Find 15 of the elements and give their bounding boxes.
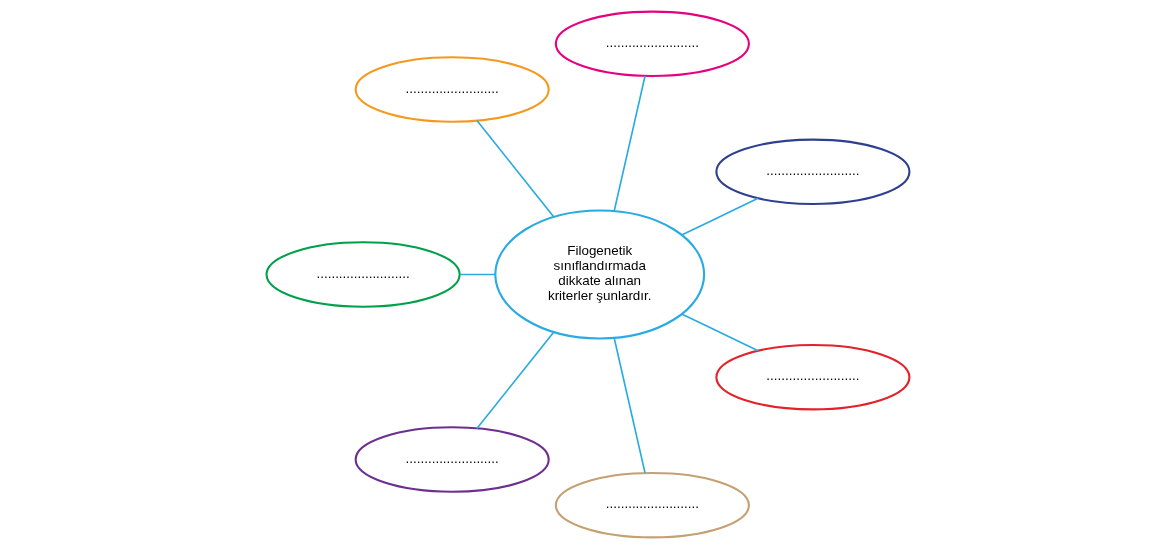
- connector: [476, 119, 555, 218]
- connector: [681, 313, 759, 352]
- node-ellipse: .........................: [715, 343, 911, 411]
- connector: [476, 331, 555, 430]
- connector: [681, 197, 759, 236]
- node-ellipse: .........................: [554, 471, 750, 539]
- connector: [459, 273, 497, 276]
- connector: [613, 75, 646, 212]
- node-ellipse: Filogenetik sınıflandırmada dikkate alınan kriterler şunlardır.: [494, 209, 706, 340]
- node-ellipse: .........................: [715, 138, 911, 206]
- connector: [613, 337, 646, 474]
- node-ellipse: .........................: [354, 56, 550, 123]
- node-ellipse: .........................: [265, 241, 461, 308]
- node-ellipse: .........................: [354, 426, 550, 493]
- node-ellipse: .........................: [554, 10, 750, 78]
